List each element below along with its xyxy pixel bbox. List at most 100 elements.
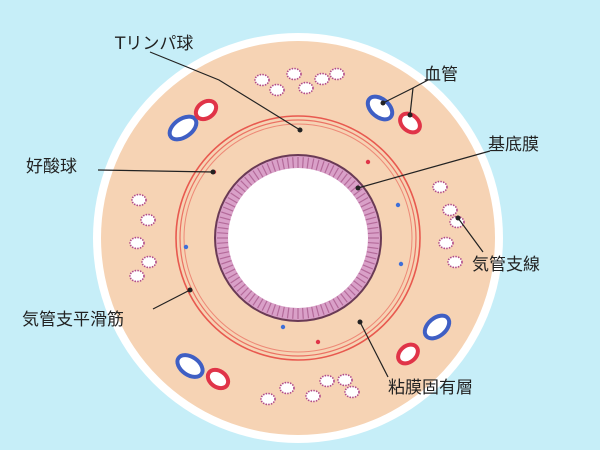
epithelial-cell [366, 251, 378, 255]
gland [442, 203, 458, 217]
leader-dot [357, 319, 363, 325]
epithelial-cell [221, 259, 232, 265]
epithelial-cell [292, 157, 295, 169]
label-t-lymphocyte: Tリンパ球 [115, 34, 194, 54]
epithelial-cell [233, 188, 243, 196]
epithelial-cell [332, 298, 340, 309]
gland [305, 389, 321, 403]
epithelial-cell [306, 157, 310, 169]
epithelial-cell [292, 307, 295, 319]
leader-bronchial-smooth-muscle [152, 289, 191, 310]
epithelial-cell [252, 170, 260, 181]
smooth-muscle-ring [175, 115, 421, 361]
epithelial-cell [350, 283, 360, 292]
epithelial-cell [217, 232, 229, 235]
blood-vessels [167, 94, 452, 391]
epithelial-cell [244, 290, 253, 300]
leader-dot [187, 287, 193, 293]
epithelial-cell [271, 161, 277, 172]
epithelial-cell [233, 280, 243, 288]
epithelial-cell [336, 295, 344, 306]
blood-vessel [422, 313, 452, 341]
epithelial-cell [315, 305, 320, 317]
epithelial-cell [256, 298, 264, 309]
epithelial-cell [281, 158, 285, 170]
epithelial-cell [360, 201, 371, 208]
epithelial-cell [340, 173, 348, 183]
blood-vessel [396, 342, 420, 366]
gland [438, 236, 454, 250]
gland [129, 269, 145, 283]
leader-dot [380, 100, 386, 106]
gland [319, 374, 335, 388]
gland [269, 83, 285, 97]
t-lymphocyte [398, 261, 404, 267]
epithelial-cell [219, 216, 231, 221]
leader-dot [355, 185, 361, 191]
epithelial-cell [367, 241, 379, 244]
epithelial-cell [347, 180, 356, 189]
gland [432, 180, 448, 194]
immune-cells [183, 127, 404, 345]
epithelial-cell [218, 251, 230, 255]
gland [447, 255, 463, 269]
label-blood-vessel: 血管 [424, 65, 458, 85]
epithelial-cell [360, 268, 371, 275]
epithelial-cell [362, 264, 374, 270]
blood-vessel [398, 111, 422, 135]
leader-dot [455, 215, 461, 221]
epithelial-cell [353, 280, 363, 288]
epithelial-cell [343, 290, 352, 300]
epithelial-cell [306, 307, 310, 319]
epithelial-cell [286, 157, 290, 169]
label-bronchial-smooth-muscle: 気管支平滑筋 [22, 310, 124, 330]
blood-vessel [167, 114, 199, 142]
epithelial-cell [217, 241, 229, 244]
blood-vessel [193, 98, 219, 122]
epithelial-cell [340, 293, 348, 303]
epithelial-cell [266, 302, 272, 314]
epithelial-cell [367, 226, 379, 230]
leader-eosinophil [97, 169, 214, 173]
leader-dot [407, 112, 413, 118]
leader-bronchial-gland [457, 217, 484, 253]
epithelial-cell [225, 201, 236, 208]
epithelial-cell [362, 206, 374, 212]
gland [131, 193, 147, 207]
epithelial-cell [311, 306, 315, 318]
epithelial-cell [219, 255, 231, 260]
epithelial-cell [218, 221, 230, 225]
gland [314, 72, 330, 86]
epithelial-cell [252, 295, 260, 306]
label-bronchial-gland: 気管支線 [472, 255, 540, 275]
epithelial-cell [358, 272, 369, 280]
epithelial-cell [365, 255, 377, 260]
epithelial-cell [266, 162, 272, 174]
epithelial-cell [240, 287, 249, 296]
epithelial-cell [222, 264, 234, 270]
epithelial-cell [217, 246, 229, 250]
epithelial-cell [336, 170, 344, 181]
blood-vessel [175, 353, 205, 379]
epithelial-cell [319, 161, 325, 172]
bronchial-glands [129, 67, 465, 406]
gland [329, 67, 345, 81]
epithelial-cell [365, 216, 377, 221]
gland [337, 373, 353, 387]
epithelial-cell [332, 167, 340, 178]
epithelial-cell [225, 268, 236, 275]
epithelial-cell [324, 162, 330, 174]
t-lymphocyte [280, 324, 286, 330]
epithelial-cell [248, 173, 256, 183]
epithelial-cell [364, 259, 375, 265]
epithelial-cell [324, 302, 330, 314]
gland [141, 255, 157, 269]
epithelial-cell [227, 196, 238, 204]
epithelial-cell [358, 196, 369, 204]
epithelial-cell [271, 304, 277, 315]
epithelial-cell [364, 211, 375, 217]
epithelial-cell [347, 287, 356, 296]
lumen [228, 168, 368, 308]
epithelial-cell [276, 305, 281, 317]
epithelial-cell [221, 211, 232, 217]
